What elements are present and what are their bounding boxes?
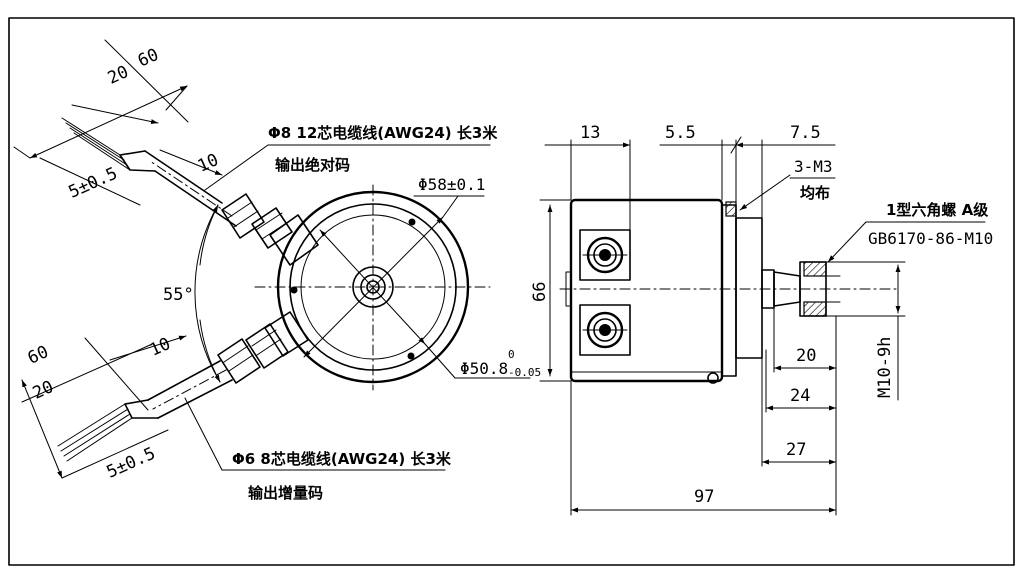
- angle-arc: [194, 204, 221, 383]
- bottom-dim60-label: 60: [25, 342, 52, 369]
- bottom-strip-label: 5±0.5: [104, 444, 159, 483]
- side-hatch-ring: [725, 201, 737, 217]
- side-nut-hatch-top: [803, 261, 827, 277]
- side-flange: [735, 217, 763, 359]
- front-view: Φ58±0.1 Φ50.8 0 -0.05: [13, 39, 541, 502]
- mount-hole-2: [407, 352, 415, 360]
- top-dim60: [29, 85, 188, 159]
- dia50-leader: [424, 343, 456, 379]
- top-dim20: [71, 104, 159, 124]
- dim-24-label: 24: [790, 386, 810, 406]
- dia58-label: Φ58±0.1: [418, 175, 485, 194]
- connector-top: [579, 229, 631, 281]
- holes-leader: [739, 174, 791, 211]
- bottom-dim10-label: 10: [147, 334, 174, 361]
- dia50-upper-tol: 0: [508, 348, 515, 361]
- bottom-callout-leader: [184, 397, 223, 471]
- dim-97-label: 97: [694, 487, 714, 507]
- top-cable-note-2: 输出绝对码: [275, 156, 350, 174]
- top-callout-leader: [204, 144, 269, 191]
- top-strip-label: 5±0.5: [66, 164, 121, 203]
- dim-5-5-label: 5.5: [665, 123, 696, 143]
- nut-note-2: GB6170-86-M10: [868, 229, 993, 248]
- holes-note-1: 3-M3: [794, 157, 833, 176]
- side-view: 13 5.5 7.5 3-M3 均布 1型六角螺 A级 GB6170-86-M1…: [530, 123, 993, 516]
- bottom-dim20-label: 20: [30, 377, 57, 404]
- bottom-cable-note-1: Φ6 8芯电缆线(AWG24) 长3米: [232, 450, 452, 468]
- nut-note-1: 1型六角螺 A级: [886, 201, 989, 219]
- top-cable-gland: [221, 193, 319, 266]
- bottom-cable-gland: [217, 311, 309, 384]
- mount-hole-3: [290, 286, 298, 294]
- top-dim60-label: 60: [135, 45, 162, 72]
- thread-label: M10-9h: [875, 337, 895, 398]
- dia58-leader: [442, 195, 459, 218]
- top-dim20-label: 20: [105, 62, 132, 89]
- side-front-ring: [721, 204, 737, 377]
- dim-27-label: 27: [786, 440, 806, 460]
- dim-66-label: 66: [530, 282, 550, 302]
- dia50-lower-tol: -0.05: [508, 366, 541, 379]
- dia50-label: Φ50.8: [460, 359, 508, 378]
- dia50-dimline: [319, 229, 426, 345]
- bottom-dim60: [21, 379, 63, 479]
- connector-bottom: [579, 304, 631, 356]
- side-nut-hatch-bot: [803, 301, 827, 317]
- mount-hole-1: [408, 218, 416, 226]
- bottom-cable-note-2: 输出增量码: [248, 484, 323, 502]
- side-body: [569, 198, 724, 383]
- bottom-cable: [57, 360, 233, 462]
- drawing-frame: [8, 17, 1015, 566]
- nut-leader: [827, 221, 867, 263]
- dim-20-label: 20: [796, 346, 816, 366]
- holes-note-2: 均布: [800, 184, 830, 202]
- dim-13-label: 13: [580, 123, 600, 143]
- top-dim10-label: 10: [195, 150, 222, 177]
- angle-label: 55°: [163, 285, 194, 305]
- dim-7-5-label: 7.5: [790, 123, 821, 143]
- top-cable-note-1: Φ8 12芯电缆线(AWG24) 长3米: [268, 124, 498, 142]
